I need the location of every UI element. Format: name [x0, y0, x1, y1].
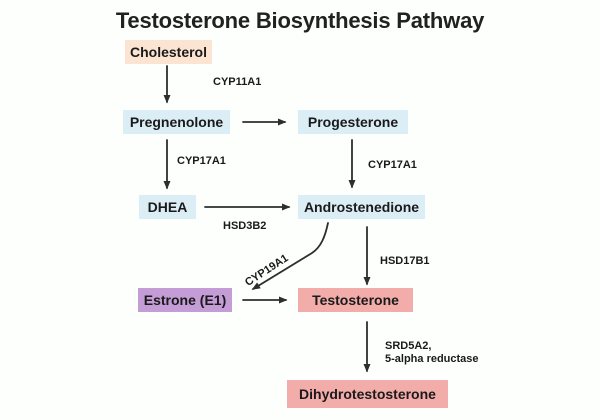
- node-cholesterol: Cholesterol: [125, 40, 212, 64]
- node-pregnenolone: Pregnenolone: [123, 110, 230, 134]
- node-dhea: DHEA: [139, 195, 196, 219]
- enzyme-label-cyp11a1: CYP11A1: [213, 76, 262, 88]
- page-title: Testosterone Biosynthesis Pathway: [115, 8, 485, 33]
- enzyme-label-cyp17a1-pregnenolone: CYP17A1: [177, 155, 226, 167]
- node-dihydrotestosterone: Dihydrotestosterone: [287, 380, 448, 408]
- enzyme-label-hsd3b2: HSD3B2: [223, 220, 267, 232]
- enzyme-label-cyp17a1-progesterone: CYP17A1: [368, 159, 417, 171]
- enzyme-label-hsd17b1: HSD17B1: [380, 255, 430, 267]
- node-progesterone: Progesterone: [298, 110, 408, 134]
- enzyme-label-srd5a2: SRD5A2, 5-alpha reductase: [385, 340, 479, 365]
- arrow-androstenedione-to-estrone: [251, 222, 329, 290]
- node-testosterone: Testosterone: [298, 288, 413, 312]
- node-androstenedione: Androstenedione: [298, 195, 425, 219]
- node-estrone: Estrone (E1): [138, 288, 232, 312]
